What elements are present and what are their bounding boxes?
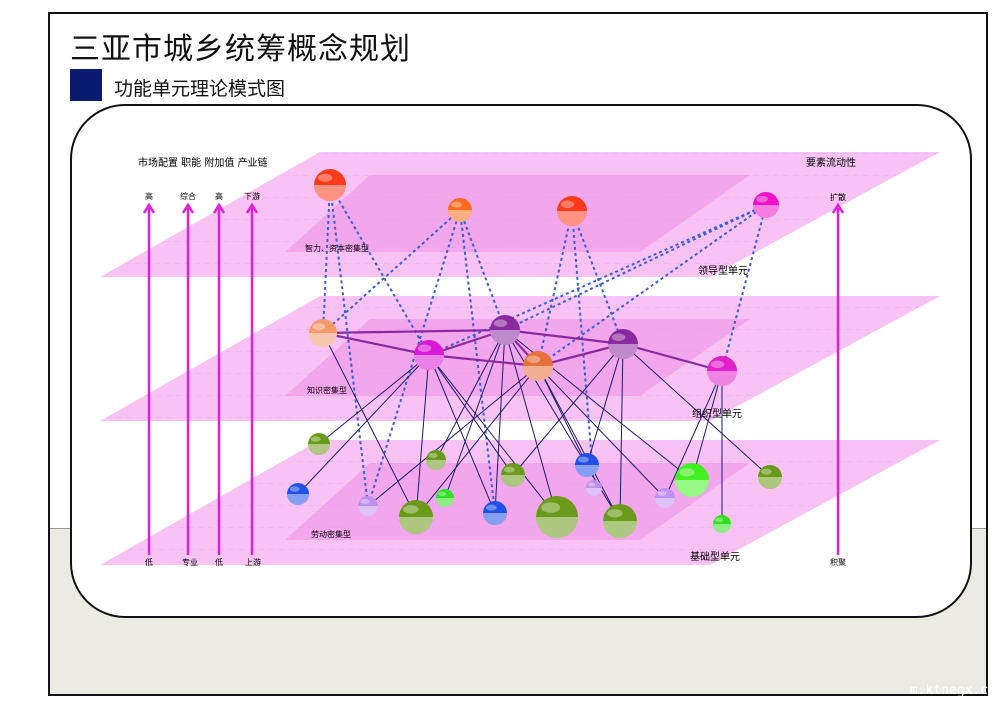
axis-arrow: [831, 202, 845, 555]
thin-link: [512, 343, 624, 476]
layer-core-zone: [285, 175, 750, 252]
unit-node: [586, 480, 602, 496]
axis-arrow: [245, 202, 259, 555]
thin-link: [415, 365, 539, 518]
thin-link: [537, 365, 621, 522]
thin-link: [297, 354, 430, 495]
thin-link: [318, 354, 430, 445]
thin-link: [428, 354, 558, 518]
axis-header-right: 要素流动性: [806, 156, 856, 169]
dashed-link: [367, 209, 461, 507]
axis-top-label: 综合: [180, 191, 196, 201]
solid-link: [322, 328, 506, 335]
axis-bottom-label: 积聚: [830, 557, 846, 567]
thin-link: [664, 370, 723, 499]
thin-link: [586, 343, 624, 466]
thin-link: [504, 329, 558, 518]
dashed-link: [504, 204, 767, 331]
thin-link: [428, 354, 496, 514]
axis-arrow: [212, 202, 226, 555]
thin-link: [622, 343, 771, 478]
axis-bottom-label: 低: [215, 557, 223, 567]
unit-node: [758, 465, 782, 489]
watermark: m.ktnegx.cc: [909, 683, 996, 698]
layer-type-label: 劳动密集型: [311, 529, 351, 539]
unit-node: [287, 483, 309, 505]
thin-link: [691, 370, 723, 481]
unit-node: [523, 351, 553, 381]
unit-node: [655, 488, 675, 508]
thin-link: [537, 365, 666, 499]
unit-node: [536, 496, 578, 538]
solid-link: [322, 331, 430, 357]
dashed-link: [571, 210, 595, 489]
axis-top-label: 下游: [244, 191, 260, 201]
unit-node: [753, 192, 779, 218]
unit-node: [608, 329, 638, 359]
thin-link: [428, 354, 514, 476]
thin-link: [415, 354, 430, 518]
solid-link: [622, 342, 723, 373]
dashed-link: [537, 204, 767, 367]
unit-node: [314, 169, 346, 201]
axis-arrow: [181, 202, 195, 555]
layer-type-label: 智力、资本密集型: [305, 243, 369, 253]
dashed-link: [329, 184, 430, 356]
dashed-link: [459, 209, 496, 514]
axis-header-left: 市场配置 职能 附加值 产业链: [138, 156, 268, 169]
axis-bottom-label: 上游: [245, 557, 261, 567]
thin-link: [322, 332, 417, 518]
unit-node: [358, 496, 378, 516]
unit-node: [603, 504, 637, 538]
solid-link: [504, 328, 624, 346]
thin-link: [435, 329, 506, 461]
axis-bottom-label: 专业: [182, 557, 198, 567]
layer-type-label: 知识密集型: [307, 385, 347, 395]
section-subtitle: 功能单元理论模式图: [114, 78, 286, 100]
unit-node: [557, 196, 587, 226]
axis-top-label: 高: [215, 191, 223, 201]
unit-node: [309, 319, 337, 347]
layer-name-label: 领导型单元: [698, 264, 748, 277]
unit-node: [308, 433, 330, 455]
thin-link: [367, 365, 539, 507]
axis-bottom-label: 低: [145, 557, 153, 567]
unit-node: [414, 340, 444, 370]
unit-node: [575, 453, 599, 477]
thin-link: [444, 329, 506, 499]
dashed-link: [537, 210, 573, 367]
axis-top-label: 高: [145, 191, 153, 201]
unit-node: [399, 500, 433, 534]
solid-link: [428, 353, 539, 368]
section-marker: [70, 69, 102, 101]
thin-link: [494, 329, 506, 514]
dashed-link: [721, 204, 767, 372]
unit-node: [426, 450, 446, 470]
thin-link: [619, 343, 624, 522]
dashed-link: [322, 209, 461, 334]
axis-top-label: 扩散: [830, 192, 846, 202]
unit-node: [707, 356, 737, 386]
unit-node: [436, 489, 454, 507]
unit-node: [483, 501, 507, 525]
unit-node: [490, 315, 520, 345]
page-title: 三亚市城乡统筹概念规划: [70, 32, 411, 67]
unit-node: [713, 515, 731, 533]
layer-name-label: 组织型单元: [692, 407, 742, 420]
unit-node: [675, 463, 709, 497]
unit-node: [501, 463, 525, 487]
unit-node: [448, 198, 472, 222]
dashed-link: [322, 184, 331, 334]
axis-arrow: [142, 202, 156, 555]
layer-name-label: 基础型单元: [690, 550, 740, 563]
